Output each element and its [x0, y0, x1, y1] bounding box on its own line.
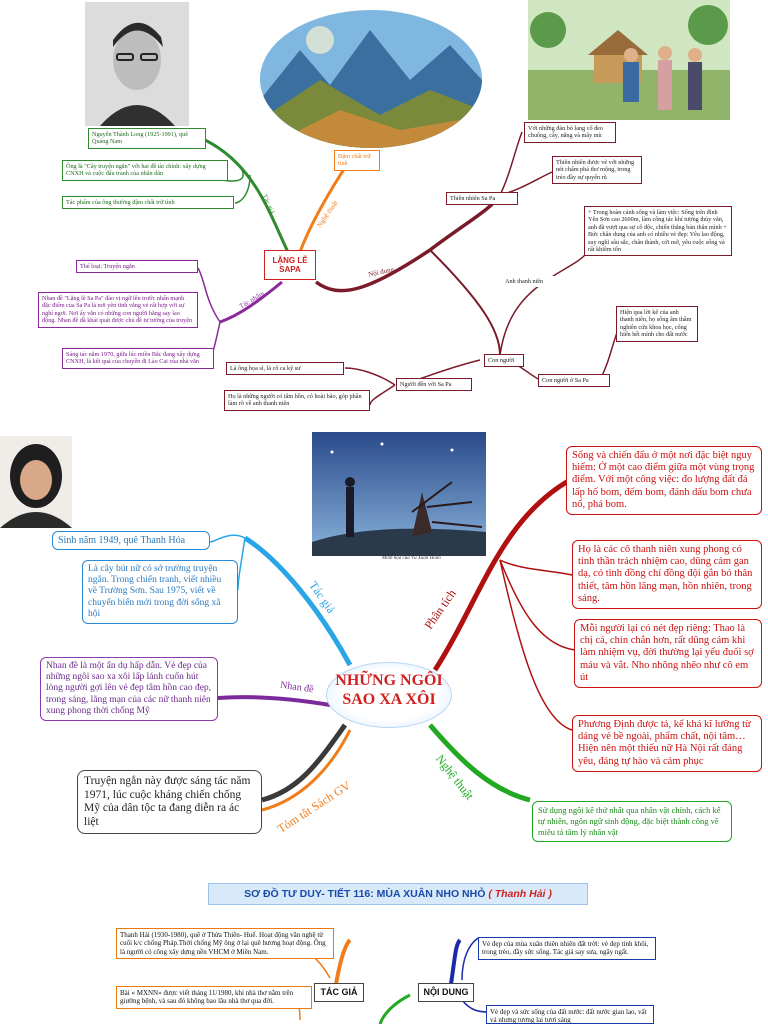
- map1-tac-pham-item-3: Sáng tác năm 1970, giữa lúc miền Bắc đan…: [62, 348, 214, 369]
- map1-nguoi-den-item-2: Họ là những người có tâm hồn, có hoài bã…: [224, 390, 370, 411]
- map3-noi-dung-item-2: Vẻ đẹp và sức sống của đất nước: đất nướ…: [486, 1005, 654, 1024]
- map1-anh-thanh-nien-label: Anh thanh niên: [502, 276, 562, 288]
- map3-noi-dung-item-1: Vẻ đẹp của mùa xuân thiên nhiên đất trời…: [478, 937, 656, 960]
- map1-con-nguoi-sa-pa-text: Hiện qua lời kể của anh thanh niên, họ s…: [616, 306, 698, 342]
- map1-tac-pham-item-1: Thể loại: Truyện ngắn: [76, 260, 198, 274]
- map1-center-title: LẶNG LẼ SAPA: [264, 250, 316, 280]
- characters-illustration: [528, 0, 730, 120]
- map2-phan-tich-item-1: Sống và chiến đấu ở một nơi đặc biệt ngu…: [566, 446, 762, 516]
- map2-center-title: NHỮNG NGÔI SAO XA XÔI: [326, 662, 452, 728]
- night-sky-illustration: Minh họa của Vũ Xuân Hoàn: [312, 432, 486, 564]
- map3-title-text: SƠ ĐỒ TƯ DUY- TIẾT 116: MÙA XUÂN NHO NHỎ: [244, 888, 486, 900]
- map1-nghe-thuat-leaf: Đậm chất trữ tình: [334, 150, 380, 171]
- map3-tac-gia-item-1: Thanh Hải (1930-1980), quê ở Thừa Thiên-…: [116, 928, 334, 960]
- map1-nguoi-den-item-1: Là ông họa sĩ, là cô ca kỹ sư: [226, 362, 344, 376]
- map2-connectors: [209, 477, 576, 812]
- map1-tac-gia-item-2: Ông là "Cây truyện ngắn" với hai đề tài …: [62, 160, 228, 181]
- map1-tac-pham-item-2: Nhan đề "Lặng lẽ Sa Pa" đảo vị ngữ lên t…: [38, 292, 198, 328]
- map3-title-author: ( Thanh Hải ): [488, 888, 552, 900]
- map2-nhan-de-text: Nhan đề là một ẩn dụ hấp dẫn. Vẻ đẹp của…: [40, 657, 218, 722]
- map1-tac-gia-item-3: Tác phẩm của ông thường đậm chất trữ tìn…: [62, 196, 234, 210]
- map2-nghe-thuat-text: Sử dụng ngôi kể thứ nhất qua nhân vật ch…: [532, 801, 732, 842]
- map2-tom-tat-text: Truyện ngắn này được sáng tác năm 1971, …: [77, 770, 262, 834]
- map2-tac-gia-item-2: Là cây bút nữ có sở trường truyện ngắn. …: [82, 560, 238, 625]
- map2-tac-gia-item-1: Sinh năm 1949, quê Thanh Hóa: [52, 531, 210, 550]
- map1-thien-nhien-item-1: Với những đàn bò lang cổ đeo chuông, cây…: [524, 122, 616, 143]
- map3-tac-gia-label: TÁC GIẢ: [314, 983, 364, 1002]
- map1-tac-gia-item-1: Nguyễn Thành Long (1925-1991), quê Quảng…: [88, 128, 206, 149]
- map1-thien-nhien-item-2: Thiên nhiên được vẽ với những nét chấm p…: [552, 156, 642, 185]
- author-portrait-le-minh-khue: [0, 436, 72, 528]
- map2-phan-tich-item-3: Mỗi người lại có nét đẹp riêng: Thao là …: [574, 619, 762, 689]
- map1-con-nguoi-sa-pa-label: Con người ở Sa Pa: [538, 374, 610, 388]
- portrait-graphic: [85, 2, 189, 126]
- image-caption: Minh họa của Vũ Xuân Hoàn: [382, 556, 441, 561]
- map1-con-nguoi-label: Con người: [484, 354, 524, 368]
- map1-thien-nhien-label: Thiên nhiên Sa Pa: [446, 192, 518, 206]
- author-portrait-nguyen-thanh-long: [85, 2, 189, 126]
- map3-title: SƠ ĐỒ TƯ DUY- TIẾT 116: MÙA XUÂN NHO NHỎ…: [208, 883, 588, 905]
- map2-phan-tich-item-4: Phương Định được tả, kể khá kĩ lưỡng từ …: [572, 715, 762, 772]
- map3-tac-gia-item-2: Bài « MXNN» được viết tháng 11/1980, khi…: [116, 986, 312, 1009]
- map1-anh-thanh-nien-text: + Trong hoàn cảnh sống và làm việc: Sống…: [584, 206, 732, 257]
- sapa-landscape-illustration: [260, 10, 482, 148]
- map3-noi-dung-label: NỘI DUNG: [418, 983, 474, 1002]
- map2-phan-tich-item-2: Họ là các cô thanh niên xung phong có ti…: [572, 540, 762, 610]
- map1-nguoi-den-label: Người đến với Sa Pa: [396, 378, 472, 392]
